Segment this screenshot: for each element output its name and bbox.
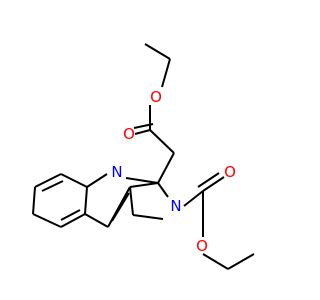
bond-c9-c9a-inner: [111, 192, 130, 222]
bond-n2-c1: [132, 214, 164, 220]
bond-c7-c8: [32, 213, 62, 228]
bond-c4a-c8a: [84, 186, 88, 215]
ester-ether-oxygen-label: O: [150, 88, 162, 106]
quinoline-nitrogen-label: N: [111, 163, 122, 181]
ester-carbonyl-oxygen-label: O: [123, 125, 135, 143]
bond-c5-c6-inner: [41, 180, 64, 192]
bond-c3a-n4: [125, 177, 159, 184]
bond-upper-ethyl-ch2-o: [161, 58, 171, 88]
carbamate-nitrogen-label: N: [170, 197, 181, 215]
bond-c6-c7: [32, 186, 36, 215]
bond-c7-c8-inner: [60, 209, 81, 221]
bond-n4-c4a: [86, 173, 108, 188]
carbamate-carbonyl-oxygen-label: O: [224, 163, 236, 181]
carbamate-ether-oxygen-label: O: [196, 237, 208, 255]
bond-c5-c6: [34, 173, 62, 188]
bond-c4a-c5: [60, 173, 88, 188]
bond-lower-ethyl-ch3: [227, 253, 255, 270]
bond-c3-n2: [157, 182, 169, 198]
bond-c8a-c9: [84, 213, 109, 228]
bond-ester-c-ch2: [149, 129, 175, 154]
molecule-structure: O O N N O O: [32, 43, 255, 270]
bond-ether-o-ch2: [202, 253, 229, 270]
bond-c1-c9a: [129, 186, 134, 216]
bond-ester-carbonyl-c-o: [134, 129, 151, 135]
bond-upper-ethyl-ch3: [144, 43, 171, 60]
bond-c9-c9a: [107, 186, 131, 228]
bond-c8-c8a: [60, 213, 86, 228]
bond-n2-carbamate-c: [183, 190, 204, 207]
structure-canvas: O O N N O O: [32, 43, 255, 270]
bond-carbamate-c-o: [202, 176, 225, 192]
bond-layer: [32, 43, 255, 270]
atom-label-layer: O O N N O O: [111, 88, 236, 255]
bond-carbamate-c-o-inner: [197, 172, 220, 188]
bond-ch2-c3: [157, 152, 175, 184]
bond-c9a-c3a: [129, 182, 159, 188]
bond-ester-carbonyl-c-o-inner: [133, 123, 154, 129]
